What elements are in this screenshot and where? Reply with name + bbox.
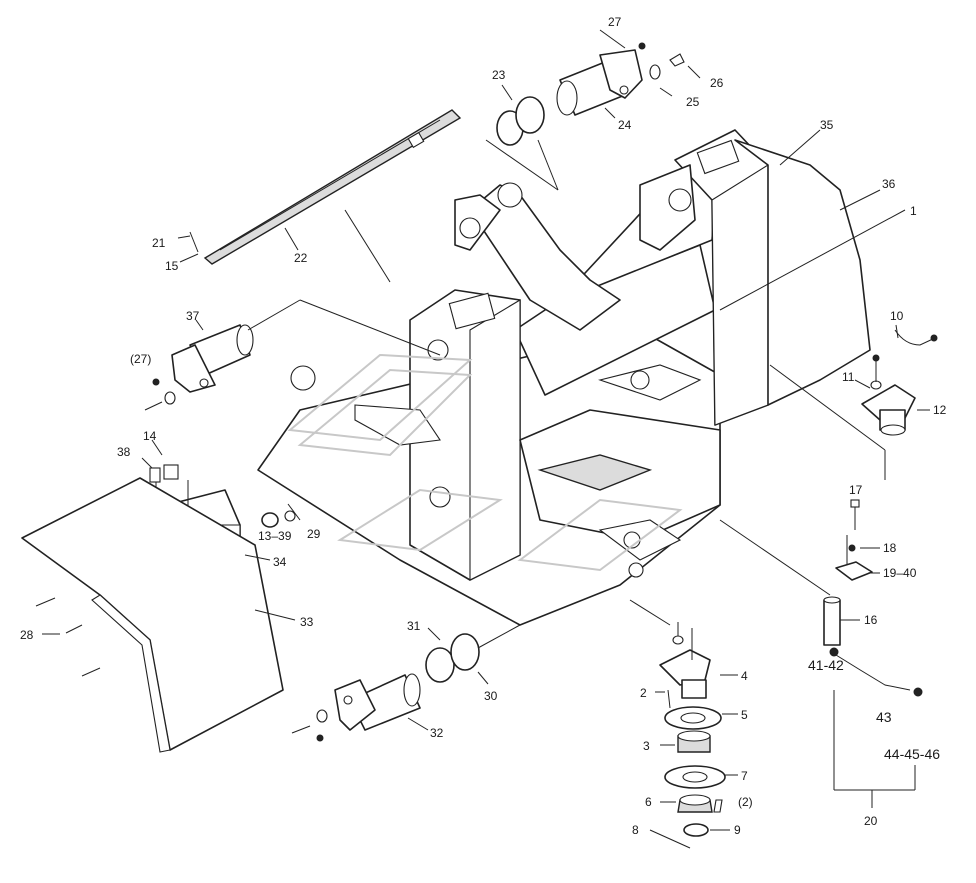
parts-13-39-29: [261, 503, 301, 528]
label-26: 26: [710, 76, 724, 90]
label-25: 25: [686, 95, 700, 109]
label-13-39: 13–39: [258, 529, 292, 543]
label-33: 33: [300, 615, 314, 629]
label-17: 17: [849, 483, 863, 497]
main-frame: [257, 129, 871, 626]
label-28: 28: [20, 628, 34, 642]
label-38: 38: [117, 445, 131, 459]
pin-37: [144, 299, 441, 411]
label-24: 24: [618, 118, 632, 132]
label-37: 37: [186, 309, 200, 323]
bearing-stack: [629, 599, 726, 849]
label-27-paren: (27): [130, 352, 151, 366]
fasteners-15-21: [177, 231, 199, 263]
label-29: 29: [307, 527, 321, 541]
label-31: 31: [407, 619, 421, 633]
label-6: 6: [645, 795, 652, 809]
label-12: 12: [933, 403, 947, 417]
label-15: 15: [165, 259, 179, 273]
pin-32-assembly: [291, 624, 521, 742]
label-43: 43: [876, 709, 892, 725]
label-7: 7: [741, 769, 748, 783]
part-labels: 27 26 25 24 23 35 36 1 21 15 22 37 (27) …: [20, 15, 947, 837]
label-22: 22: [294, 251, 308, 265]
label-23: 23: [492, 68, 506, 82]
label-27: 27: [608, 15, 622, 29]
label-16: 16: [864, 613, 878, 627]
label-32: 32: [430, 726, 444, 740]
side-panel-33: [21, 477, 284, 753]
pin-12-assembly: [769, 329, 938, 480]
label-35: 35: [820, 118, 834, 132]
label-1: 1: [910, 204, 917, 218]
label-3: 3: [643, 739, 650, 753]
pin-assembly-24: [485, 42, 685, 191]
leader-lines: [42, 29, 930, 831]
label-21: 21: [152, 236, 166, 250]
rubber-strip-22: [203, 109, 462, 283]
sleeve-16-assembly: [719, 499, 873, 646]
label-18: 18: [883, 541, 897, 555]
label-20: 20: [864, 814, 878, 828]
label-2-paren: (2): [738, 795, 753, 809]
label-41-42: 41-42: [808, 657, 844, 673]
label-10: 10: [890, 309, 904, 323]
label-8: 8: [632, 823, 639, 837]
label-14: 14: [143, 429, 157, 443]
label-19-40: 19–40: [883, 566, 917, 580]
harness-20: [829, 647, 923, 808]
label-44-45-46: 44-45-46: [884, 746, 940, 762]
label-36: 36: [882, 177, 896, 191]
label-9: 9: [734, 823, 741, 837]
label-2: 2: [640, 686, 647, 700]
label-4: 4: [741, 669, 748, 683]
label-30: 30: [484, 689, 498, 703]
label-11: 11: [842, 370, 855, 384]
label-5: 5: [741, 708, 748, 722]
label-34: 34: [273, 555, 287, 569]
